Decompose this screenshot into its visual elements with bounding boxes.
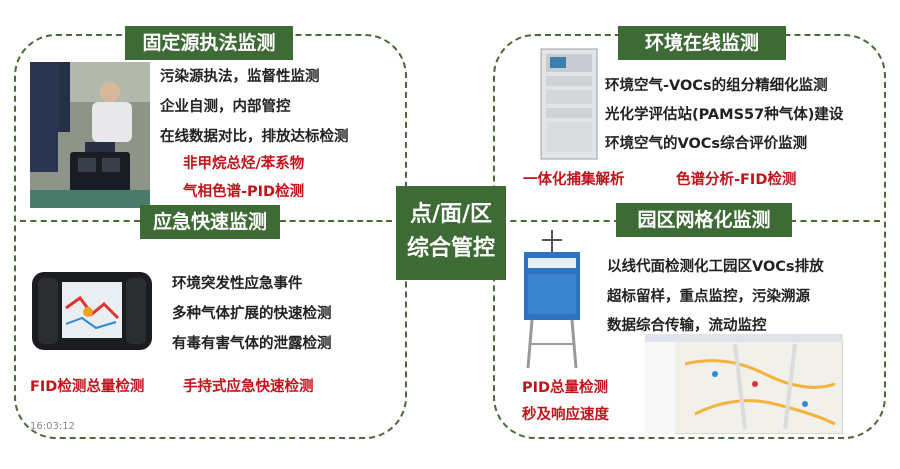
online-title: 环境在线监测 [618, 26, 786, 60]
park-line-3: 数据综合传输，流动监控 [607, 318, 767, 334]
fixed-source-red-1: 非甲烷总烃/苯系物 [183, 156, 305, 172]
fixed-source-line-3: 在线数据对比，排放达标检测 [160, 129, 349, 145]
fixed-source-title: 固定源执法监测 [125, 26, 293, 60]
field-test-photo [30, 62, 150, 208]
fixed-source-line-1: 污染源执法，监督性监测 [160, 69, 320, 85]
timestamp: 16:03:12 [30, 421, 75, 432]
emergency-red-right: 手持式应急快速检测 [183, 379, 314, 395]
park-red-1: PID总量检测 [522, 380, 609, 396]
park-line-1: 以线代面检测化工园区VOCs排放 [607, 259, 824, 275]
center-box: 点/面/区 综合管控 [396, 186, 506, 280]
online-red-right: 色谱分析-FID检测 [676, 172, 797, 188]
fixed-source-red-2: 气相色谱-PID检测 [183, 184, 305, 200]
park-title: 园区网格化监测 [616, 203, 792, 237]
left-divider-right [280, 220, 392, 222]
online-line-2: 光化学评估站(PAMS57种气体)建设 [605, 107, 844, 123]
emergency-red-left: FID检测总量检测 [30, 379, 145, 395]
online-red-left: 一体化捕集解析 [523, 172, 625, 188]
center-line-2: 综合管控 [406, 236, 495, 261]
online-line-1: 环境空气-VOCs的组分精细化监测 [605, 78, 828, 94]
grid-station-image [512, 228, 592, 372]
handheld-device-image [30, 268, 154, 354]
emergency-line-1: 环境突发性应急事件 [172, 276, 303, 292]
emergency-line-2: 多种气体扩展的快速检测 [172, 306, 332, 322]
fixed-source-line-2: 企业自测，内部管控 [160, 99, 291, 115]
right-divider-right [790, 220, 880, 222]
online-line-3: 环境空气的VOCs综合评价监测 [605, 136, 808, 152]
right-divider [500, 220, 620, 222]
park-red-2: 秒及响应速度 [522, 407, 609, 423]
map-screenshot-image [645, 334, 843, 434]
analyzer-cabinet-image [540, 48, 598, 160]
emergency-title: 应急快速监测 [140, 205, 280, 239]
left-divider [20, 220, 140, 222]
park-line-2: 超标留样，重点监控，污染溯源 [607, 289, 810, 305]
center-line-1: 点/面/区 [409, 202, 493, 227]
emergency-line-3: 有毒有害气体的泄露检测 [172, 336, 332, 352]
